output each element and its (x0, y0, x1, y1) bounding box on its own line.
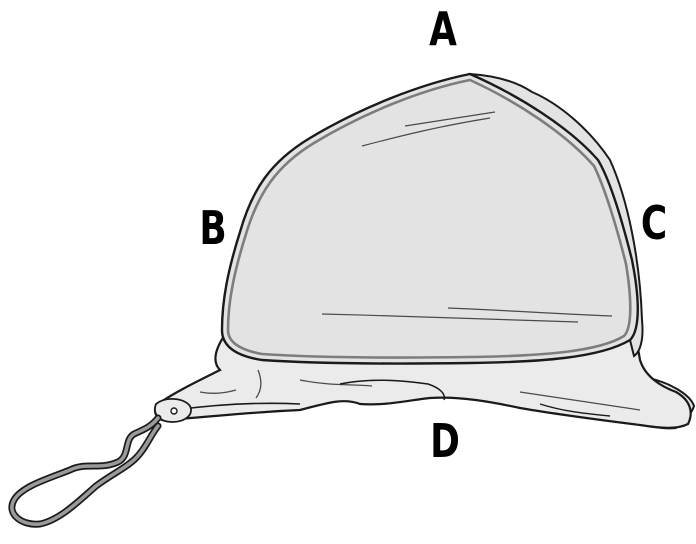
callout-c: C (635, 200, 674, 246)
drawstring-eyelet (171, 408, 177, 414)
callout-b: B (194, 205, 233, 251)
callout-a: A (424, 6, 463, 52)
drawstring-cord-fill (12, 418, 158, 524)
callout-d: D (426, 418, 465, 464)
hat-crown (222, 74, 638, 364)
